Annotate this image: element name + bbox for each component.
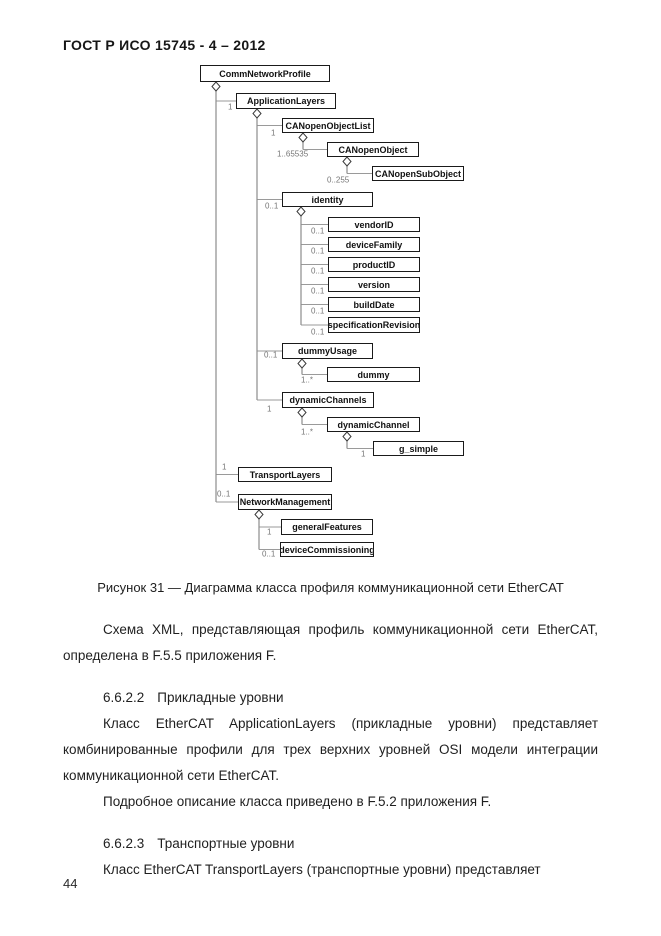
paragraph-application-layers: Класс EtherCAT ApplicationLayers (прикла… xyxy=(63,716,598,783)
multiplicity-label: 1..* xyxy=(301,376,313,385)
class-box-canopenSubObject: CANopenSubObject xyxy=(372,166,464,181)
class-box-dummyUsage: dummyUsage xyxy=(282,343,373,359)
multiplicity-label: 1 xyxy=(271,129,276,138)
class-box-productID: productID xyxy=(328,257,420,272)
multiplicity-label: 0..1 xyxy=(311,247,325,256)
class-box-applicationLayers: ApplicationLayers xyxy=(236,93,336,109)
class-box-deviceCommissioning: deviceCommissioning xyxy=(280,542,374,557)
class-box-networkManagement: NetworkManagement xyxy=(238,494,332,510)
section-title: Транспортные уровни xyxy=(157,836,295,851)
section-title: Прикладные уровни xyxy=(157,690,284,705)
multiplicity-label: 0..1 xyxy=(311,267,325,276)
aggregation-diamond xyxy=(297,358,307,369)
page-number: 44 xyxy=(63,876,78,891)
multiplicity-label: 0..255 xyxy=(327,176,350,185)
class-box-identity: identity xyxy=(282,192,373,207)
multiplicity-label: 1..* xyxy=(301,428,313,437)
section-heading-6623: 6.6.2.3 Транспортные уровни xyxy=(63,831,598,857)
class-box-version: version xyxy=(328,277,420,292)
class-box-transportLayers: TransportLayers xyxy=(238,467,332,482)
paragraph-xml-schema: Схема XML, представляющая профиль коммун… xyxy=(63,622,598,663)
multiplicity-label: 0..1 xyxy=(311,328,325,337)
multiplicity-label: 1 xyxy=(267,405,272,414)
section-number: 6.6.2.3 xyxy=(103,836,145,851)
class-box-g_simple: g_simple xyxy=(373,441,464,456)
aggregation-diamond xyxy=(342,431,352,442)
figure-caption: Рисунок 31 — Диаграмма класса профиля ко… xyxy=(97,580,564,595)
diagram-edges: 1 1 0..1 1 0..1 0..1 1 1..65535 0..255 0..1 0..1 0.… xyxy=(211,81,373,559)
aggregation-diamond xyxy=(254,509,264,520)
multiplicity-label: 0..1 xyxy=(311,287,325,296)
multiplicity-label: 0..1 xyxy=(311,307,325,316)
multiplicity-label: 0..1 xyxy=(264,351,278,360)
class-box-dynamicChannel: dynamicChannel xyxy=(327,417,420,432)
class-box-deviceFamily: deviceFamily xyxy=(328,237,420,252)
aggregation-diamond xyxy=(342,156,352,167)
aggregation-diamond xyxy=(296,206,306,217)
multiplicity-label: 0..1 xyxy=(262,550,276,559)
multiplicity-label: 0..1 xyxy=(311,227,325,236)
text-column: Рисунок 31 — Диаграмма класса профиля ко… xyxy=(63,575,598,883)
class-box-canopenObjectList: CANopenObjectList xyxy=(282,118,374,133)
class-box-commNetworkProfile: CommNetworkProfile xyxy=(200,65,330,82)
paragraph-detail-ref: Подробное описание класса приведено в F.… xyxy=(103,794,492,809)
aggregation-diamond xyxy=(211,81,221,92)
document-header: ГОСТ Р ИСО 15745 - 4 – 2012 xyxy=(63,37,266,53)
multiplicity-label: 1 xyxy=(228,103,233,112)
class-box-buildDate: buildDate xyxy=(328,297,420,312)
section-number: 6.6.2.2 xyxy=(103,690,145,705)
multiplicity-label: 1..65535 xyxy=(277,150,309,159)
multiplicity-label: 1 xyxy=(267,528,272,537)
multiplicity-label: 0..1 xyxy=(217,490,231,499)
class-box-vendorID: vendorID xyxy=(328,217,420,232)
multiplicity-label: 1 xyxy=(222,463,227,472)
class-box-generalFeatures: generalFeatures xyxy=(281,519,373,535)
class-diagram: 1 1 0..1 1 0..1 0..1 1 1..65535 0..255 0..1 0..1 0.… xyxy=(200,65,464,559)
class-box-canopenObject: CANopenObject xyxy=(327,142,419,157)
aggregation-diamond xyxy=(252,108,262,119)
paragraph-transport-layers: Класс EtherCAT TransportLayers (транспор… xyxy=(103,862,541,877)
class-box-dummy: dummy xyxy=(327,367,420,382)
aggregation-diamond xyxy=(297,407,307,418)
section-heading-6622: 6.6.2.2 Прикладные уровни xyxy=(63,685,598,711)
aggregation-diamond xyxy=(298,132,308,143)
class-box-specificationRevision: specificationRevision xyxy=(328,317,420,333)
multiplicity-label: 1 xyxy=(361,450,366,459)
multiplicity-label: 0..1 xyxy=(265,202,279,211)
class-box-dynamicChannels: dynamicChannels xyxy=(282,392,374,408)
